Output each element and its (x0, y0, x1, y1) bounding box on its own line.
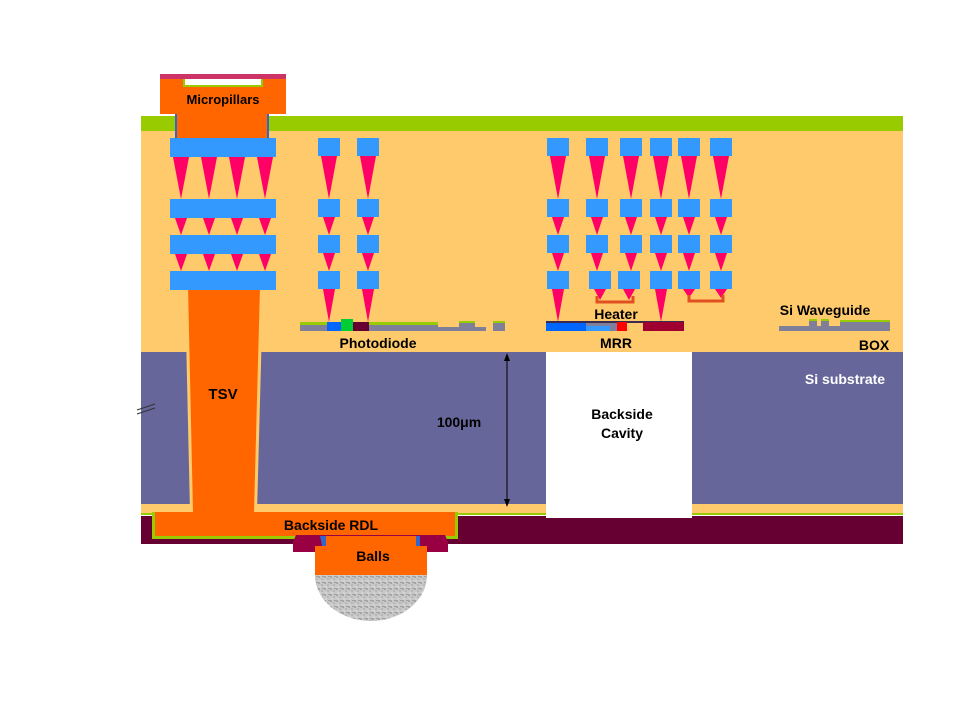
label-mrr: MRR (600, 335, 632, 351)
backside-rdl (155, 512, 455, 536)
micropillar-ubm (175, 114, 269, 140)
tsv-body (188, 286, 260, 512)
label-heater: Heater (594, 306, 638, 322)
metal-pad (170, 271, 276, 290)
solder-ball (315, 575, 427, 621)
mrr-device (546, 321, 684, 331)
label-balls: Balls (356, 548, 390, 564)
label-backside-cavity-line1: Backside (591, 406, 653, 422)
via (257, 157, 273, 199)
via (231, 218, 243, 235)
via (203, 218, 215, 235)
photodiode-interconnect (318, 138, 379, 322)
heater-element (595, 296, 635, 304)
via (201, 157, 217, 199)
label-tsv: TSV (208, 386, 237, 403)
label-backside-cavity-line2: Cavity (601, 425, 643, 441)
break-mark (136, 407, 156, 415)
label-si-waveguide: Si Waveguide (780, 302, 871, 318)
arrow-up-icon (504, 353, 510, 361)
break-mark (136, 403, 156, 411)
metal-pad (170, 235, 276, 254)
ball-pillar (315, 546, 427, 576)
arrow-down-icon (504, 499, 510, 507)
photodiode-device (300, 319, 505, 331)
metal-pad (170, 138, 276, 157)
via (231, 254, 243, 271)
si-substrate-layer (141, 352, 903, 504)
micropillar-passivation (160, 74, 286, 79)
metal-pad (170, 199, 276, 218)
heater-element (687, 295, 725, 303)
label-thickness: 100μm (437, 414, 481, 430)
via (173, 157, 189, 199)
label-si-substrate: Si substrate (805, 371, 885, 387)
label-photodiode: Photodiode (340, 335, 417, 351)
via (229, 157, 245, 199)
backside-dielectric-layer (141, 504, 903, 514)
via (175, 218, 187, 235)
via (259, 218, 271, 235)
via (203, 254, 215, 271)
top-passivation-layer (141, 116, 903, 131)
micropillar-cap (183, 79, 263, 87)
backside-cavity (546, 352, 692, 518)
micropillar (160, 79, 286, 140)
si-waveguide-device (779, 319, 890, 331)
label-micropillars: Micropillars (187, 92, 260, 107)
label-backside-rdl: Backside RDL (284, 517, 379, 533)
via (175, 254, 187, 271)
label-box: BOX (859, 337, 890, 353)
mrr-interconnect (547, 138, 732, 322)
via (259, 254, 271, 271)
